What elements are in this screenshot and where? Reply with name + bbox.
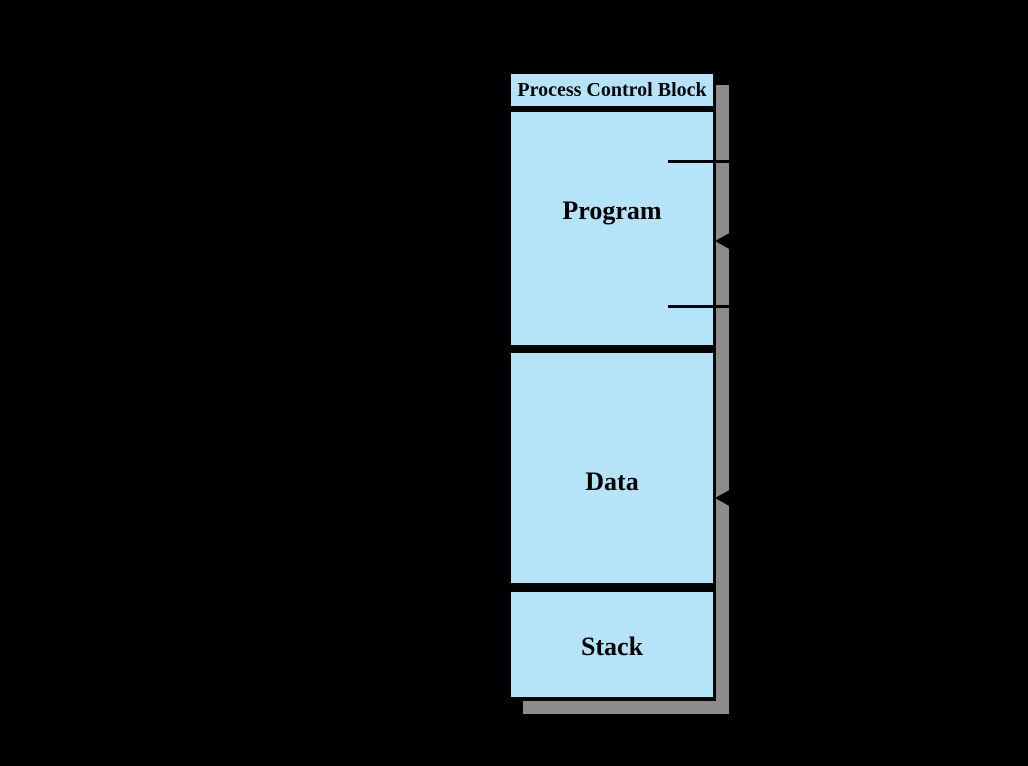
drop-shadow-right bbox=[716, 85, 729, 713]
program-section-box: Program bbox=[509, 110, 715, 347]
program-pointer-arrowhead-icon bbox=[715, 232, 731, 250]
program-region-tick-top-icon bbox=[668, 160, 729, 163]
data-section-box: Data bbox=[509, 351, 715, 585]
data-label: Data bbox=[585, 467, 639, 496]
program-region-tick-bottom-icon bbox=[668, 305, 729, 308]
stack-label: Stack bbox=[580, 631, 644, 661]
program-label: Program bbox=[562, 195, 662, 225]
process-control-block-label: Process Control Block bbox=[517, 78, 707, 101]
data-pointer-arrowhead-icon bbox=[715, 489, 731, 507]
drop-shadow-bottom bbox=[523, 701, 729, 714]
stack-section-box: Stack bbox=[509, 590, 715, 699]
process-control-block-box: Process Control Block bbox=[509, 72, 715, 108]
